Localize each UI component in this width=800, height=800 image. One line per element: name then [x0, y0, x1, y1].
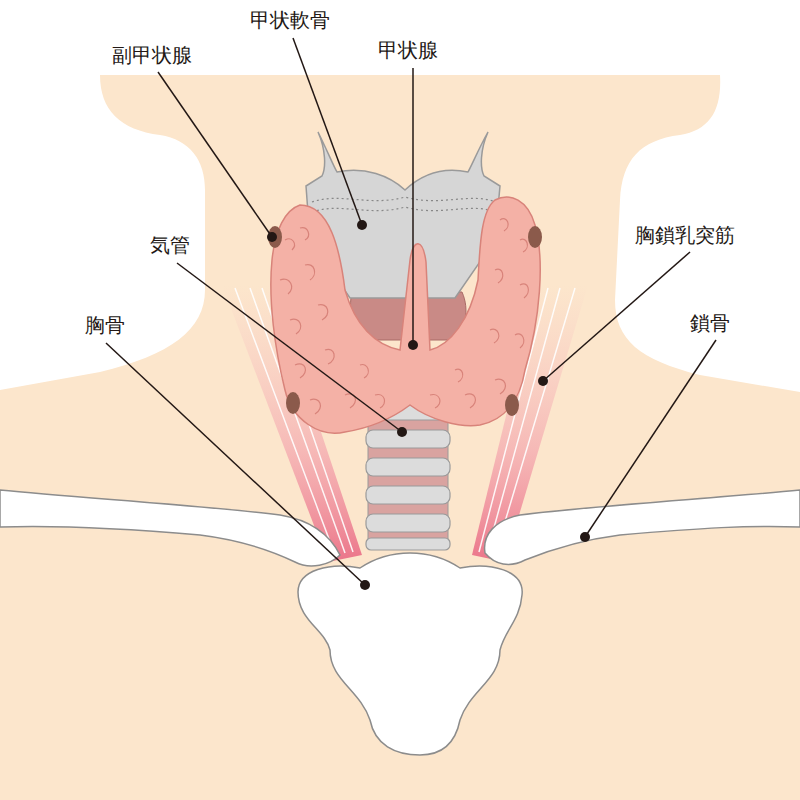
- part-label: 胸鎖乳突筋: [635, 222, 735, 248]
- part-label: 副甲状腺: [112, 42, 192, 68]
- leader-line: [106, 38, 716, 585]
- part-label: 胸骨: [85, 312, 125, 338]
- sternum-bone: [298, 553, 522, 755]
- part-label: 甲状軟骨: [250, 7, 330, 33]
- part-label: 気管: [150, 232, 190, 258]
- thyroid-gland: [271, 197, 540, 433]
- body-skin: [0, 75, 800, 800]
- leader-dot: [267, 220, 590, 590]
- parathyroid-gland: [268, 226, 542, 416]
- part-label: 甲状腺: [378, 37, 438, 63]
- part-label: 鎖骨: [690, 310, 730, 336]
